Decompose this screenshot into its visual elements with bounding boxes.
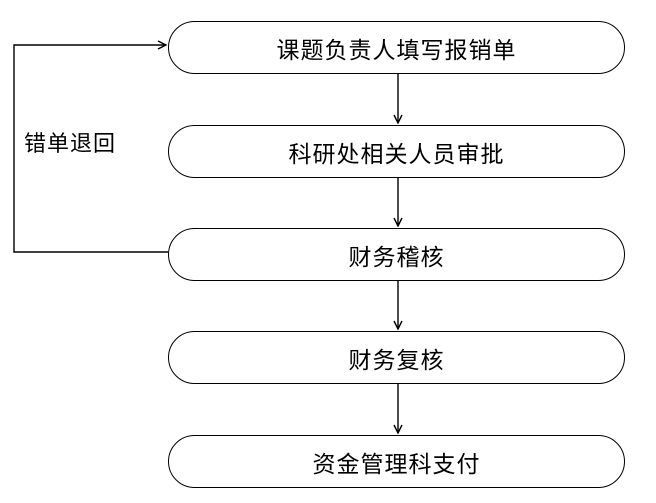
step-label: 科研处相关人员审批 xyxy=(288,141,505,168)
step-label: 财务复核 xyxy=(348,347,445,374)
step-fund-payment: 资金管理科支付 xyxy=(168,435,625,488)
step-label: 资金管理科支付 xyxy=(312,451,481,478)
return-loop-arrow xyxy=(13,45,168,253)
return-loop-label: 错单退回 xyxy=(24,132,117,157)
step-label: 课题负责人填写报销单 xyxy=(276,37,517,64)
step-research-office-approval: 科研处相关人员审批 xyxy=(168,125,625,178)
step-finance-audit: 财务稽核 xyxy=(168,228,625,281)
step-finance-review: 财务复核 xyxy=(168,331,625,384)
step-fill-reimbursement-form: 课题负责人填写报销单 xyxy=(168,21,625,74)
step-label: 财务稽核 xyxy=(348,244,445,271)
